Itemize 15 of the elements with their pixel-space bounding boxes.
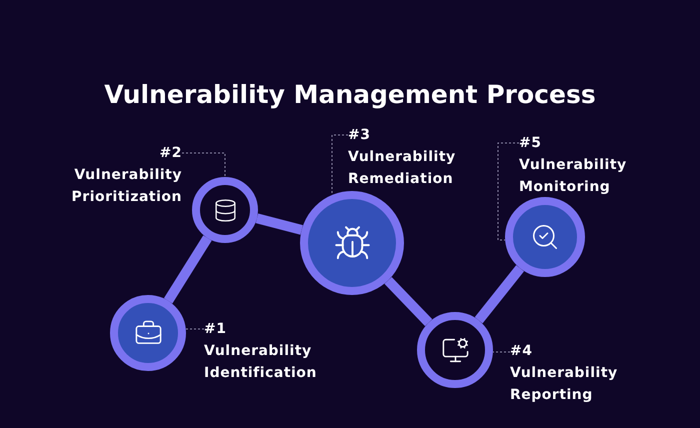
step-number: #2	[158, 144, 182, 163]
leader-line	[182, 152, 226, 178]
step-number: #4	[510, 342, 534, 361]
title: Vulnerability Management Process	[103, 79, 597, 111]
step-number: #5	[519, 134, 542, 153]
step-number: #1	[204, 320, 228, 339]
connector-line	[384, 277, 432, 326]
step-label: Vulnerability Reporting	[510, 364, 619, 405]
step-label: Vulnerability Monitoring	[519, 156, 628, 197]
leader-line	[498, 142, 520, 240]
step-label: Vulnerability Prioritization	[70, 166, 182, 207]
leader-line	[186, 328, 204, 330]
step-label: Vulnerability Remediation	[348, 148, 457, 189]
step-label: Vulnerability Identification	[204, 342, 316, 383]
step-number: #3	[348, 126, 372, 145]
